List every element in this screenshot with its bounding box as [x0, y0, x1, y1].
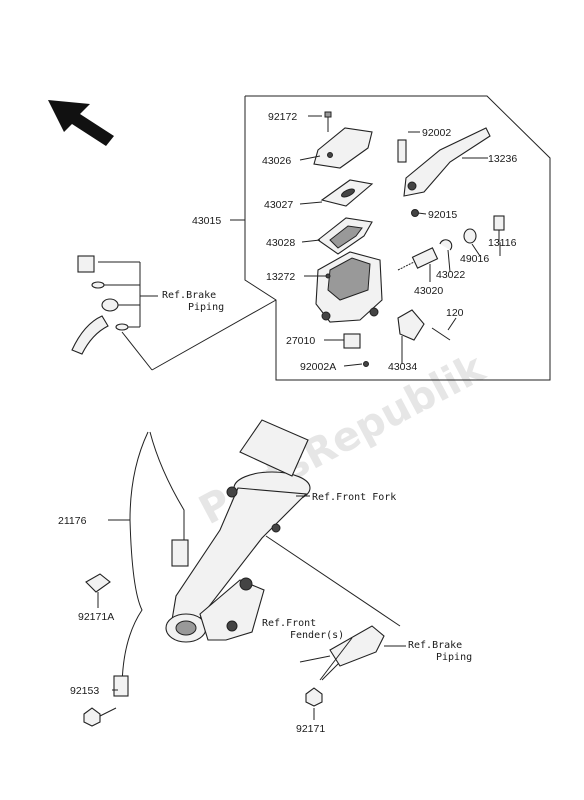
part-label-13236: 13236: [488, 153, 517, 165]
leader-lines-lower: [97, 495, 406, 720]
part-label-92171A: 92171A: [78, 611, 114, 623]
bolt-92153: [83, 707, 117, 727]
part-label-43026: 43026: [262, 155, 291, 167]
part-label-92153: 92153: [70, 685, 99, 697]
reservoir-cap-43026: [313, 127, 373, 169]
boot-43022: [439, 239, 453, 251]
ref-front-fork: Ref.Front Fork: [312, 492, 396, 503]
part-label-49016: 49016: [460, 253, 489, 265]
part-label-43020: 43020: [414, 285, 443, 297]
master-cylinder-body: [315, 251, 383, 323]
holder-43034: [397, 309, 425, 341]
part-label-92002: 92002: [422, 127, 451, 139]
brake-lever-13236: [403, 127, 491, 197]
pivot-bolt-13116: [493, 215, 505, 242]
assembly-frame: [244, 95, 551, 381]
part-label-27010: 27010: [286, 335, 315, 347]
part-label-92172: 92172: [268, 111, 297, 123]
part-label-43027: 43027: [264, 199, 293, 211]
brake-hose-fittings: [71, 255, 129, 355]
part-label-21176: 21176: [58, 515, 87, 527]
speed-sensor-cable-21176: [113, 431, 189, 697]
part-label-43015: 43015: [192, 215, 221, 227]
part-label-92171: 92171: [296, 723, 325, 735]
part-label-120: 120: [446, 307, 464, 319]
plate-43027: [320, 179, 374, 207]
piston-43020: [397, 247, 439, 271]
ref-brake-piping-top-line2: Piping: [188, 302, 224, 313]
diaphragm-43028: [317, 217, 373, 255]
fender-bracket: [299, 625, 385, 667]
ref-brake-piping-bottom-line2: Piping: [436, 652, 472, 663]
bolt-120: [431, 327, 451, 341]
clamp-92171: [305, 661, 341, 707]
part-label-13272: 13272: [266, 271, 295, 283]
front-fork: [165, 419, 311, 643]
front-direction-arrow-icon: [48, 100, 114, 146]
screw-92172: [324, 111, 332, 132]
switch-27010: [343, 333, 361, 349]
part-label-92015: 92015: [428, 209, 457, 221]
brake-piping-bracket-lines: [98, 261, 277, 371]
part-label-43028: 43028: [266, 237, 295, 249]
part-label-43034: 43034: [388, 361, 417, 373]
ref-brake-piping-bottom-line1: Ref.Brake: [408, 640, 462, 651]
screw-92002A: [363, 361, 369, 367]
part-label-92002A: 92002A: [300, 361, 336, 373]
ref-brake-piping-top-line1: Ref.Brake: [162, 290, 216, 301]
ref-front-fender-line1: Ref.Front: [262, 618, 316, 629]
bushing-49016: [463, 228, 477, 244]
leader-lines-upper: [299, 115, 501, 367]
nut-92015: [411, 209, 419, 217]
ref-front-fender-line2: Fender(s): [290, 630, 344, 641]
part-label-13116: 13116: [488, 237, 517, 249]
screw-13272: [325, 273, 331, 279]
bolt-92002: [397, 139, 407, 163]
clamp-92171A: [85, 573, 111, 593]
part-label-43022: 43022: [436, 269, 465, 281]
